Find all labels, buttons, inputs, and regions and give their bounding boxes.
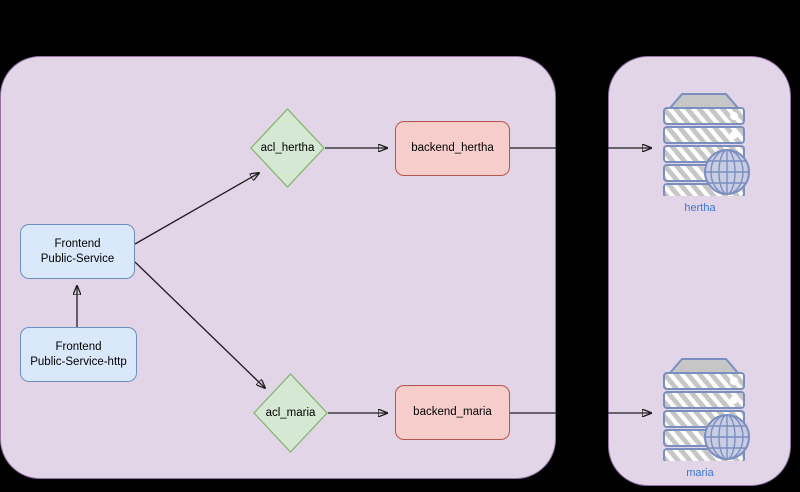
edge-public-to-acl-hertha [134, 173, 259, 245]
server-maria[interactable]: maria [648, 351, 752, 486]
frontend-line-2: Public-Service [40, 252, 115, 265]
backend-maria[interactable]: backend_maria [395, 385, 510, 440]
server-hertha-label: hertha [684, 202, 716, 214]
backend-hertha-label: backend_hertha [411, 142, 494, 155]
frontend-line-1: Frontend [54, 238, 101, 251]
acl-maria-label: acl_maria [265, 407, 316, 419]
frontend-public-service-text: Frontend Public-Service [41, 237, 115, 266]
frontend-public-service-http[interactable]: Frontend Public-Service-http [20, 327, 137, 382]
acl-maria[interactable]: acl_maria [253, 373, 328, 453]
acl-hertha-label: acl_hertha [260, 142, 315, 154]
frontend-public-service[interactable]: Frontend Public-Service [20, 224, 135, 279]
acl-hertha[interactable]: acl_hertha [250, 108, 325, 188]
frontend-http-line-1: Frontend [55, 341, 102, 354]
acl-hertha-shape [250, 108, 325, 188]
frontend-http-line-2: Public-Service-http [30, 355, 127, 368]
frontend-http-text: Frontend Public-Service-http [30, 340, 127, 369]
server-hertha[interactable]: hertha [648, 86, 752, 221]
server-globe-icon [663, 93, 750, 198]
acl-maria-shape [253, 373, 328, 453]
backend-hertha[interactable]: backend_hertha [395, 121, 510, 176]
backend-maria-label: backend_maria [413, 406, 492, 419]
server-maria-label: maria [686, 467, 714, 479]
edge-public-to-acl-maria [134, 261, 265, 388]
server-globe-icon [663, 358, 750, 463]
